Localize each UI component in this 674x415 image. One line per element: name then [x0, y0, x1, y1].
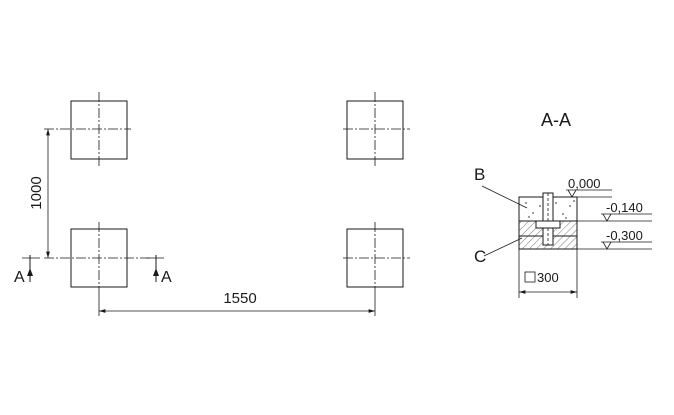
level-label-bottom: -0,300 [606, 228, 643, 243]
section-mark-left-label: A [14, 269, 25, 286]
section-mark-right-label: A [161, 269, 172, 286]
level-mark-mid: -0,140 [577, 200, 652, 222]
plan-view: 1000 1550 A A [14, 92, 410, 316]
level-label-top: 0,000 [568, 176, 601, 191]
level-mark-top: 0,000 [558, 176, 612, 198]
section-title: A-A [541, 110, 571, 130]
level-label-mid: -0,140 [606, 200, 643, 215]
dimension-label-horizontal: 1550 [223, 290, 256, 307]
dimension-label-vertical: 1000 [28, 176, 45, 209]
level-mark-bottom: -0,300 [577, 228, 652, 250]
dimension-label-width: 300 [537, 270, 559, 285]
leader-c [483, 237, 523, 257]
section-mark-left: A [14, 255, 40, 286]
section-mark-right: A [146, 255, 172, 286]
anchor-plate [535, 220, 561, 229]
label-c: C [474, 247, 486, 266]
leader-b [481, 185, 528, 209]
section-view: A-A B C 0,000 -0, [474, 110, 652, 298]
concrete-speckle [525, 200, 575, 219]
label-b: B [474, 165, 485, 184]
square-section-symbol [524, 271, 536, 283]
